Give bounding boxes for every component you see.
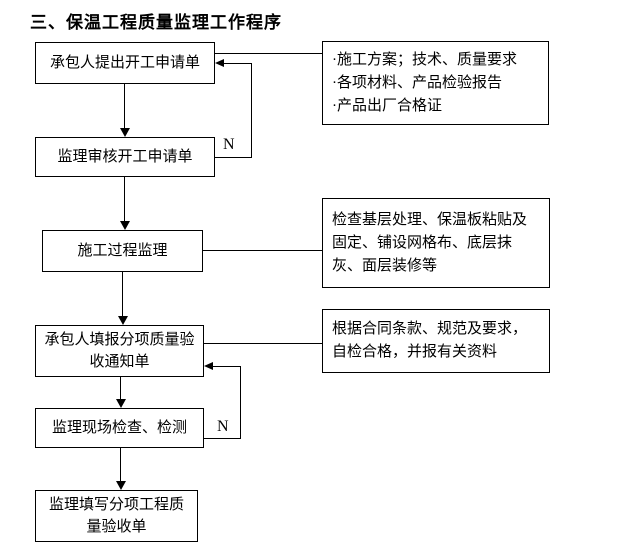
flow-step-label: 施工过程监理 bbox=[77, 243, 168, 259]
connector-step1-step2-line bbox=[124, 84, 125, 128]
loop2-arrow-into-step4 bbox=[204, 362, 213, 370]
note-line: ·施工方案；技术、质量要求 bbox=[332, 51, 517, 68]
flow-step-supervisor-review-application: 监理审核开工申请单 bbox=[35, 137, 215, 177]
note-box-start-application-requirements: ·施工方案；技术、质量要求 ·各项材料、产品检验报告 ·产品出厂合格证 bbox=[322, 41, 549, 125]
loop1-arrow-into-step1 bbox=[215, 59, 224, 67]
connector-step2-step3-line bbox=[124, 177, 125, 221]
note-line: ·产品出厂合格证 bbox=[332, 97, 442, 114]
loop2-bottom-line bbox=[204, 438, 241, 439]
connector-step5-step6-line bbox=[120, 448, 121, 481]
flow-step-label: 承包人填报分项质量验收通知单 bbox=[44, 332, 195, 370]
flow-step-supervisor-site-inspection: 监理现场检查、检测 bbox=[35, 408, 204, 448]
arrow-step1-step2 bbox=[120, 128, 130, 137]
loop2-n-label: N bbox=[217, 418, 229, 435]
flow-step-label: 监理审核开工申请单 bbox=[57, 149, 193, 165]
flow-step-contractor-start-application: 承包人提出开工申请单 bbox=[35, 42, 215, 84]
arrow-step2-step3 bbox=[120, 221, 130, 230]
note-line: ·各项材料、产品检验报告 bbox=[332, 74, 502, 91]
flow-step-contractor-quality-acceptance-notice: 承包人填报分项质量验收通知单 bbox=[35, 325, 204, 377]
flow-step-label: 监理现场检查、检测 bbox=[51, 420, 187, 436]
note-box-inspection-scope: 检查基层处理、保温板粘贴及固定、铺设网格布、底层抹灰、面层装修等 bbox=[322, 198, 550, 288]
note-text: 检查基层处理、保温板粘贴及固定、铺设网格布、底层抹灰、面层装修等 bbox=[332, 211, 528, 274]
connector-step3-step4-line bbox=[122, 272, 123, 316]
flow-step-construction-process-supervision: 施工过程监理 bbox=[42, 230, 203, 272]
loop1-n-label: N bbox=[223, 136, 235, 153]
page-title: 三、保温工程质量监理工作程序 bbox=[30, 13, 282, 32]
loop1-bottom-line bbox=[215, 157, 252, 158]
loop2-vertical-line bbox=[240, 366, 241, 439]
connector-step4-step5-line bbox=[120, 377, 121, 399]
loop1-vertical-line bbox=[251, 63, 252, 158]
note-box-self-check-requirements: 根据合同条款、规范及要求，自检合格，并报有关资料 bbox=[322, 309, 550, 373]
connector-step1-note1 bbox=[215, 53, 322, 54]
flow-step-label: 承包人提出开工申请单 bbox=[49, 55, 200, 71]
note-text: 根据合同条款、规范及要求，自检合格，并报有关资料 bbox=[332, 321, 528, 360]
arrow-step4-step5 bbox=[116, 399, 126, 408]
connector-step4-note3 bbox=[204, 343, 322, 344]
arrow-step5-step6 bbox=[116, 481, 126, 490]
flow-step-supervisor-fill-acceptance-form: 监理填写分项工程质量验收单 bbox=[35, 490, 198, 542]
flow-step-label: 监理填写分项工程质量验收单 bbox=[48, 497, 184, 535]
loop2-top-line bbox=[213, 366, 241, 367]
arrow-step3-step4 bbox=[118, 316, 128, 325]
connector-step3-note2 bbox=[203, 250, 322, 251]
loop1-top-line bbox=[224, 63, 252, 64]
